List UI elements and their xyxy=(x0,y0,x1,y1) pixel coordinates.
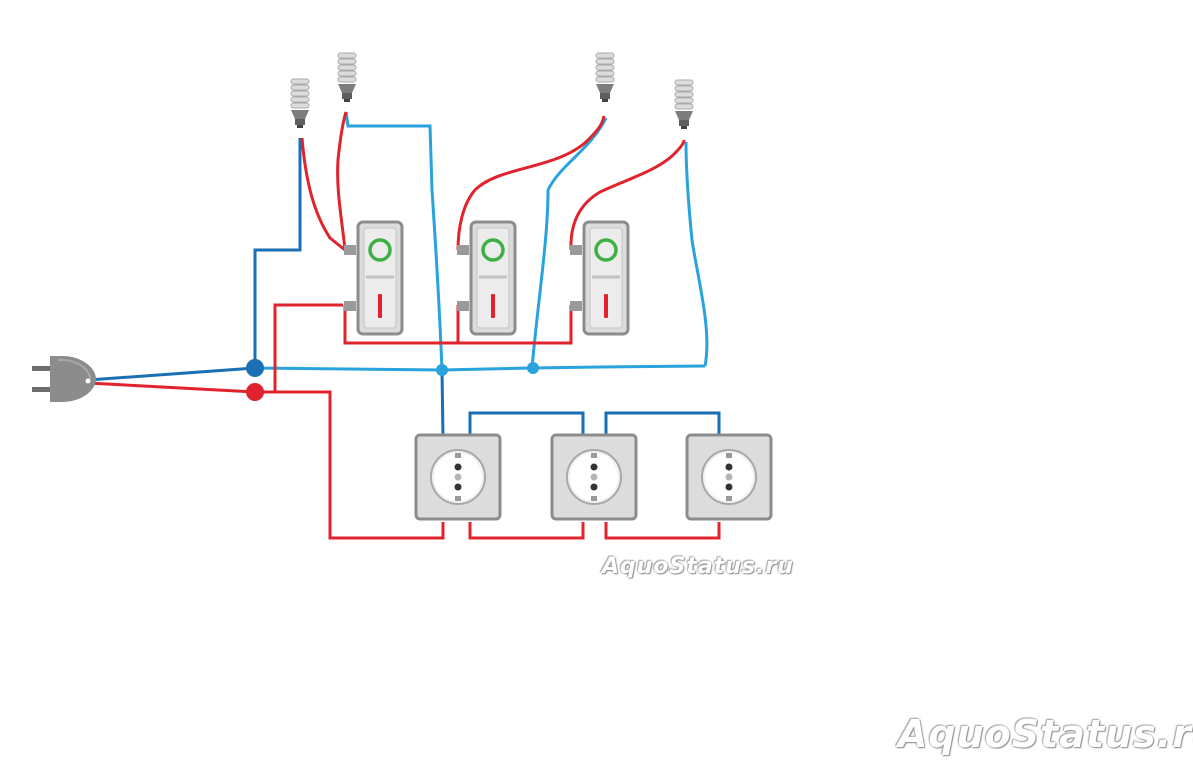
cfl-bulb-icon xyxy=(595,52,615,103)
neutral-to-bulb-4 xyxy=(684,141,709,367)
switch-1-to-bulb-1 xyxy=(300,137,346,252)
neutral-junction-dot xyxy=(246,359,264,377)
neutral-bus-node-2 xyxy=(527,362,539,374)
switches xyxy=(342,220,630,336)
watermark-large: AquoStatus.ru xyxy=(898,712,1193,756)
neutral-bus-node-1 xyxy=(436,364,448,376)
neutral-to-socket-1 xyxy=(440,369,445,439)
cfl-bulb-icon xyxy=(337,52,357,103)
phase-feed-wire xyxy=(87,381,256,394)
power-socket-icon xyxy=(685,433,773,521)
phase-junction-dot xyxy=(246,383,264,401)
plug-icon xyxy=(32,356,96,402)
neutral-to-bulb-1 xyxy=(253,138,302,368)
rocker-switch-icon xyxy=(568,220,630,336)
power-socket-icon xyxy=(550,433,638,521)
switch-3-to-bulb-4 xyxy=(569,139,686,251)
watermark-small: AquoStatus.ru xyxy=(602,554,794,579)
neutral-to-bulb-2 xyxy=(344,111,444,371)
phase-to-switches xyxy=(255,303,343,394)
sockets xyxy=(414,433,773,521)
phase-to-sockets xyxy=(275,390,445,540)
main-feed-wires xyxy=(87,366,256,394)
rocker-switch-icon xyxy=(455,220,517,336)
phase-wiring xyxy=(255,111,721,540)
neutral-socket-bridge-1 xyxy=(468,411,585,438)
phase-socket-bridge-2 xyxy=(604,522,721,540)
neutral-feed-wire xyxy=(87,366,256,382)
cfl-bulb-icon xyxy=(290,78,310,129)
switch-1-to-bulb-2 xyxy=(336,111,348,251)
rocker-switch-icon xyxy=(342,220,404,336)
phase-switch-bus xyxy=(343,305,460,345)
power-socket-icon xyxy=(414,433,502,521)
neutral-bus xyxy=(254,364,706,372)
cfl-bulb-icon xyxy=(674,79,694,130)
neutral-socket-bridge-2 xyxy=(604,411,721,438)
phase-socket-bridge-1 xyxy=(468,522,585,540)
switch-2-to-bulb-3 xyxy=(456,115,606,251)
bulbs xyxy=(290,52,694,130)
neutral-to-bulb-3 xyxy=(530,117,608,369)
phase-switch-bus-2 xyxy=(458,305,573,345)
neutral-wiring xyxy=(253,111,721,439)
